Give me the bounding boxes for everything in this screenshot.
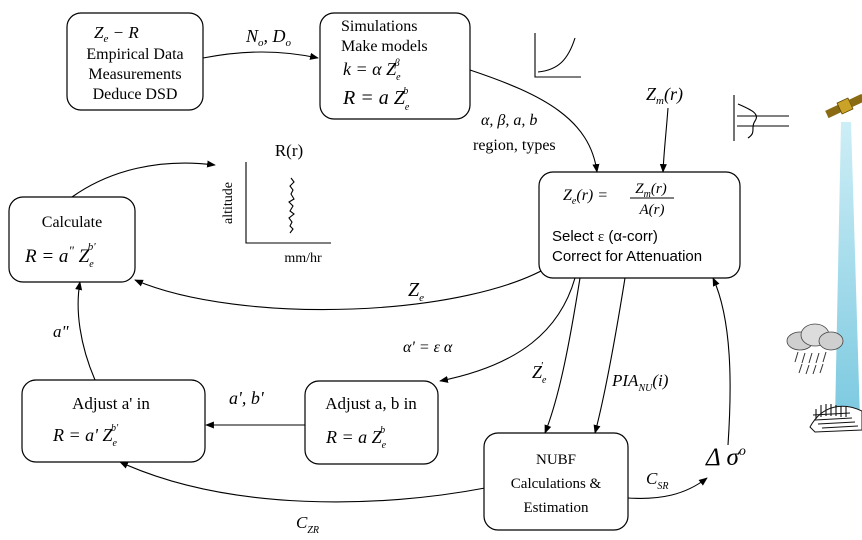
label-no-do: No, Do — [245, 26, 292, 49]
box-nubf-frame — [483, 432, 629, 531]
box-calculate: Calculate R = a" Zeb' — [8, 196, 136, 283]
rain-cloud-icon — [786, 323, 844, 375]
box-empirical: Ze − R Empirical Data Measurements Deduc… — [66, 12, 204, 111]
arrow-nubf-to-delta-sigma — [627, 477, 708, 499]
radar-beam-shape — [835, 122, 860, 420]
connectors — [71, 51, 731, 503]
label-csr: CSR — [646, 469, 668, 492]
arrow-correct-to-calculate — [134, 262, 556, 311]
arrow-delta-sigma-to-correct — [712, 277, 731, 446]
arrow-correct-to-nubf-ze — [544, 277, 581, 434]
simulations-r-equation: R = a Zeb — [342, 86, 410, 113]
box-adjust-ab: Adjust a, b in R = a Zeb — [304, 380, 439, 465]
simulations-line-1: Simulations — [341, 18, 417, 35]
simulations-k-equation: k = α Zeβ — [343, 58, 401, 83]
correct-denominator: A(r) — [639, 202, 665, 218]
profile-plot-title: R(r) — [275, 141, 303, 160]
calculate-equation: R = a" Zeb' — [24, 241, 96, 270]
model-curve-plot — [534, 33, 581, 78]
arrow-empirical-to-simulations — [202, 51, 319, 60]
arrow-zm-to-correct — [659, 107, 669, 173]
box-simulations-frame — [319, 12, 471, 120]
radar-beam — [835, 122, 860, 420]
box-nubf: NUBF Calculations & Estimation — [483, 432, 629, 531]
adjust-a-equation: R = a' Zeb' — [52, 423, 119, 449]
label-pia: PIANU(i) — [611, 371, 669, 394]
label-region-types: region, types — [473, 137, 556, 154]
box-simulations: Simulations Make models k = α Zeβ R = a … — [319, 12, 471, 120]
adjust-ab-title: Adjust a, b in — [325, 394, 417, 413]
box-calculate-frame — [8, 196, 136, 283]
arrow-correct-to-nubf-pia — [593, 277, 626, 434]
box-correct-frame — [538, 171, 741, 279]
satellite-icon — [825, 93, 862, 119]
empirical-line-3: Deduce DSD — [93, 86, 178, 103]
correct-ze-lhs: Ze(r) = — [563, 187, 608, 207]
correct-numerator: Zm(r) — [635, 181, 666, 200]
arrow-nubf-to-adjust-a — [119, 461, 486, 503]
label-a-b-prime: a', b' — [229, 388, 265, 408]
arrow-simulations-to-correct — [469, 69, 600, 173]
empirical-line-1: Empirical Data — [86, 46, 183, 63]
satellite-panel-right — [848, 93, 862, 108]
label-ze: Ze — [408, 279, 424, 304]
box-correct-attenuation: Ze(r) = Zm(r) A(r) Select ε (α-corr) Cor… — [538, 171, 741, 279]
profile-plot-curve — [288, 177, 295, 234]
label-czr: CZR — [296, 513, 319, 536]
box-empirical-frame — [66, 12, 204, 111]
label-delta-sigma: Δ σo — [705, 444, 746, 471]
nubf-line-3: Estimation — [524, 500, 589, 516]
empirical-line-2: Measurements — [88, 66, 181, 83]
label-zm: Zm(r) — [646, 84, 683, 107]
zm-profile-plot — [733, 95, 789, 141]
label-a-double-prime: a" — [53, 322, 70, 341]
profile-plot-axes — [245, 162, 331, 244]
label-params: α, β, a, b — [481, 112, 537, 129]
rainrate-profile-plot: R(r) mm/hr altitude — [221, 141, 331, 266]
correct-line-1: Select ε (α-corr) — [552, 228, 658, 245]
adjust-ab-equation: R = a Zeb — [325, 425, 387, 451]
satellite-panel-left — [825, 104, 842, 119]
nubf-line-2: Calculations & — [511, 476, 602, 492]
profile-plot-ylabel: altitude — [221, 182, 236, 224]
nubf-line-1: NUBF — [536, 452, 576, 468]
arrow-adjust-a-to-calculate — [75, 281, 96, 381]
label-ze-prime: Ze' — [532, 360, 547, 386]
ground-target-icon — [809, 404, 862, 433]
box-adjust-a-frame — [21, 379, 206, 463]
simulations-line-2: Make models — [341, 38, 428, 55]
correct-line-2: Correct for Attenuation — [552, 248, 702, 265]
box-adjust-ab-frame — [304, 380, 439, 465]
model-curve — [537, 37, 576, 73]
empirical-equation: Ze − R — [94, 23, 139, 45]
model-plot-axes — [534, 33, 581, 78]
profile-plot-xlabel: mm/hr — [284, 251, 322, 266]
arrow-correct-to-adjust-ab — [439, 277, 576, 383]
zm-plot-levels — [737, 115, 789, 127]
adjust-a-title: Adjust a' in — [72, 394, 150, 413]
zm-plot-curve — [737, 103, 757, 139]
box-adjust-a-prime: Adjust a' in R = a' Zeb' — [21, 379, 206, 463]
label-alpha-prime: α' = ε α — [403, 339, 453, 356]
calculate-title: Calculate — [42, 214, 102, 231]
arrow-calculate-to-profile — [71, 160, 216, 198]
